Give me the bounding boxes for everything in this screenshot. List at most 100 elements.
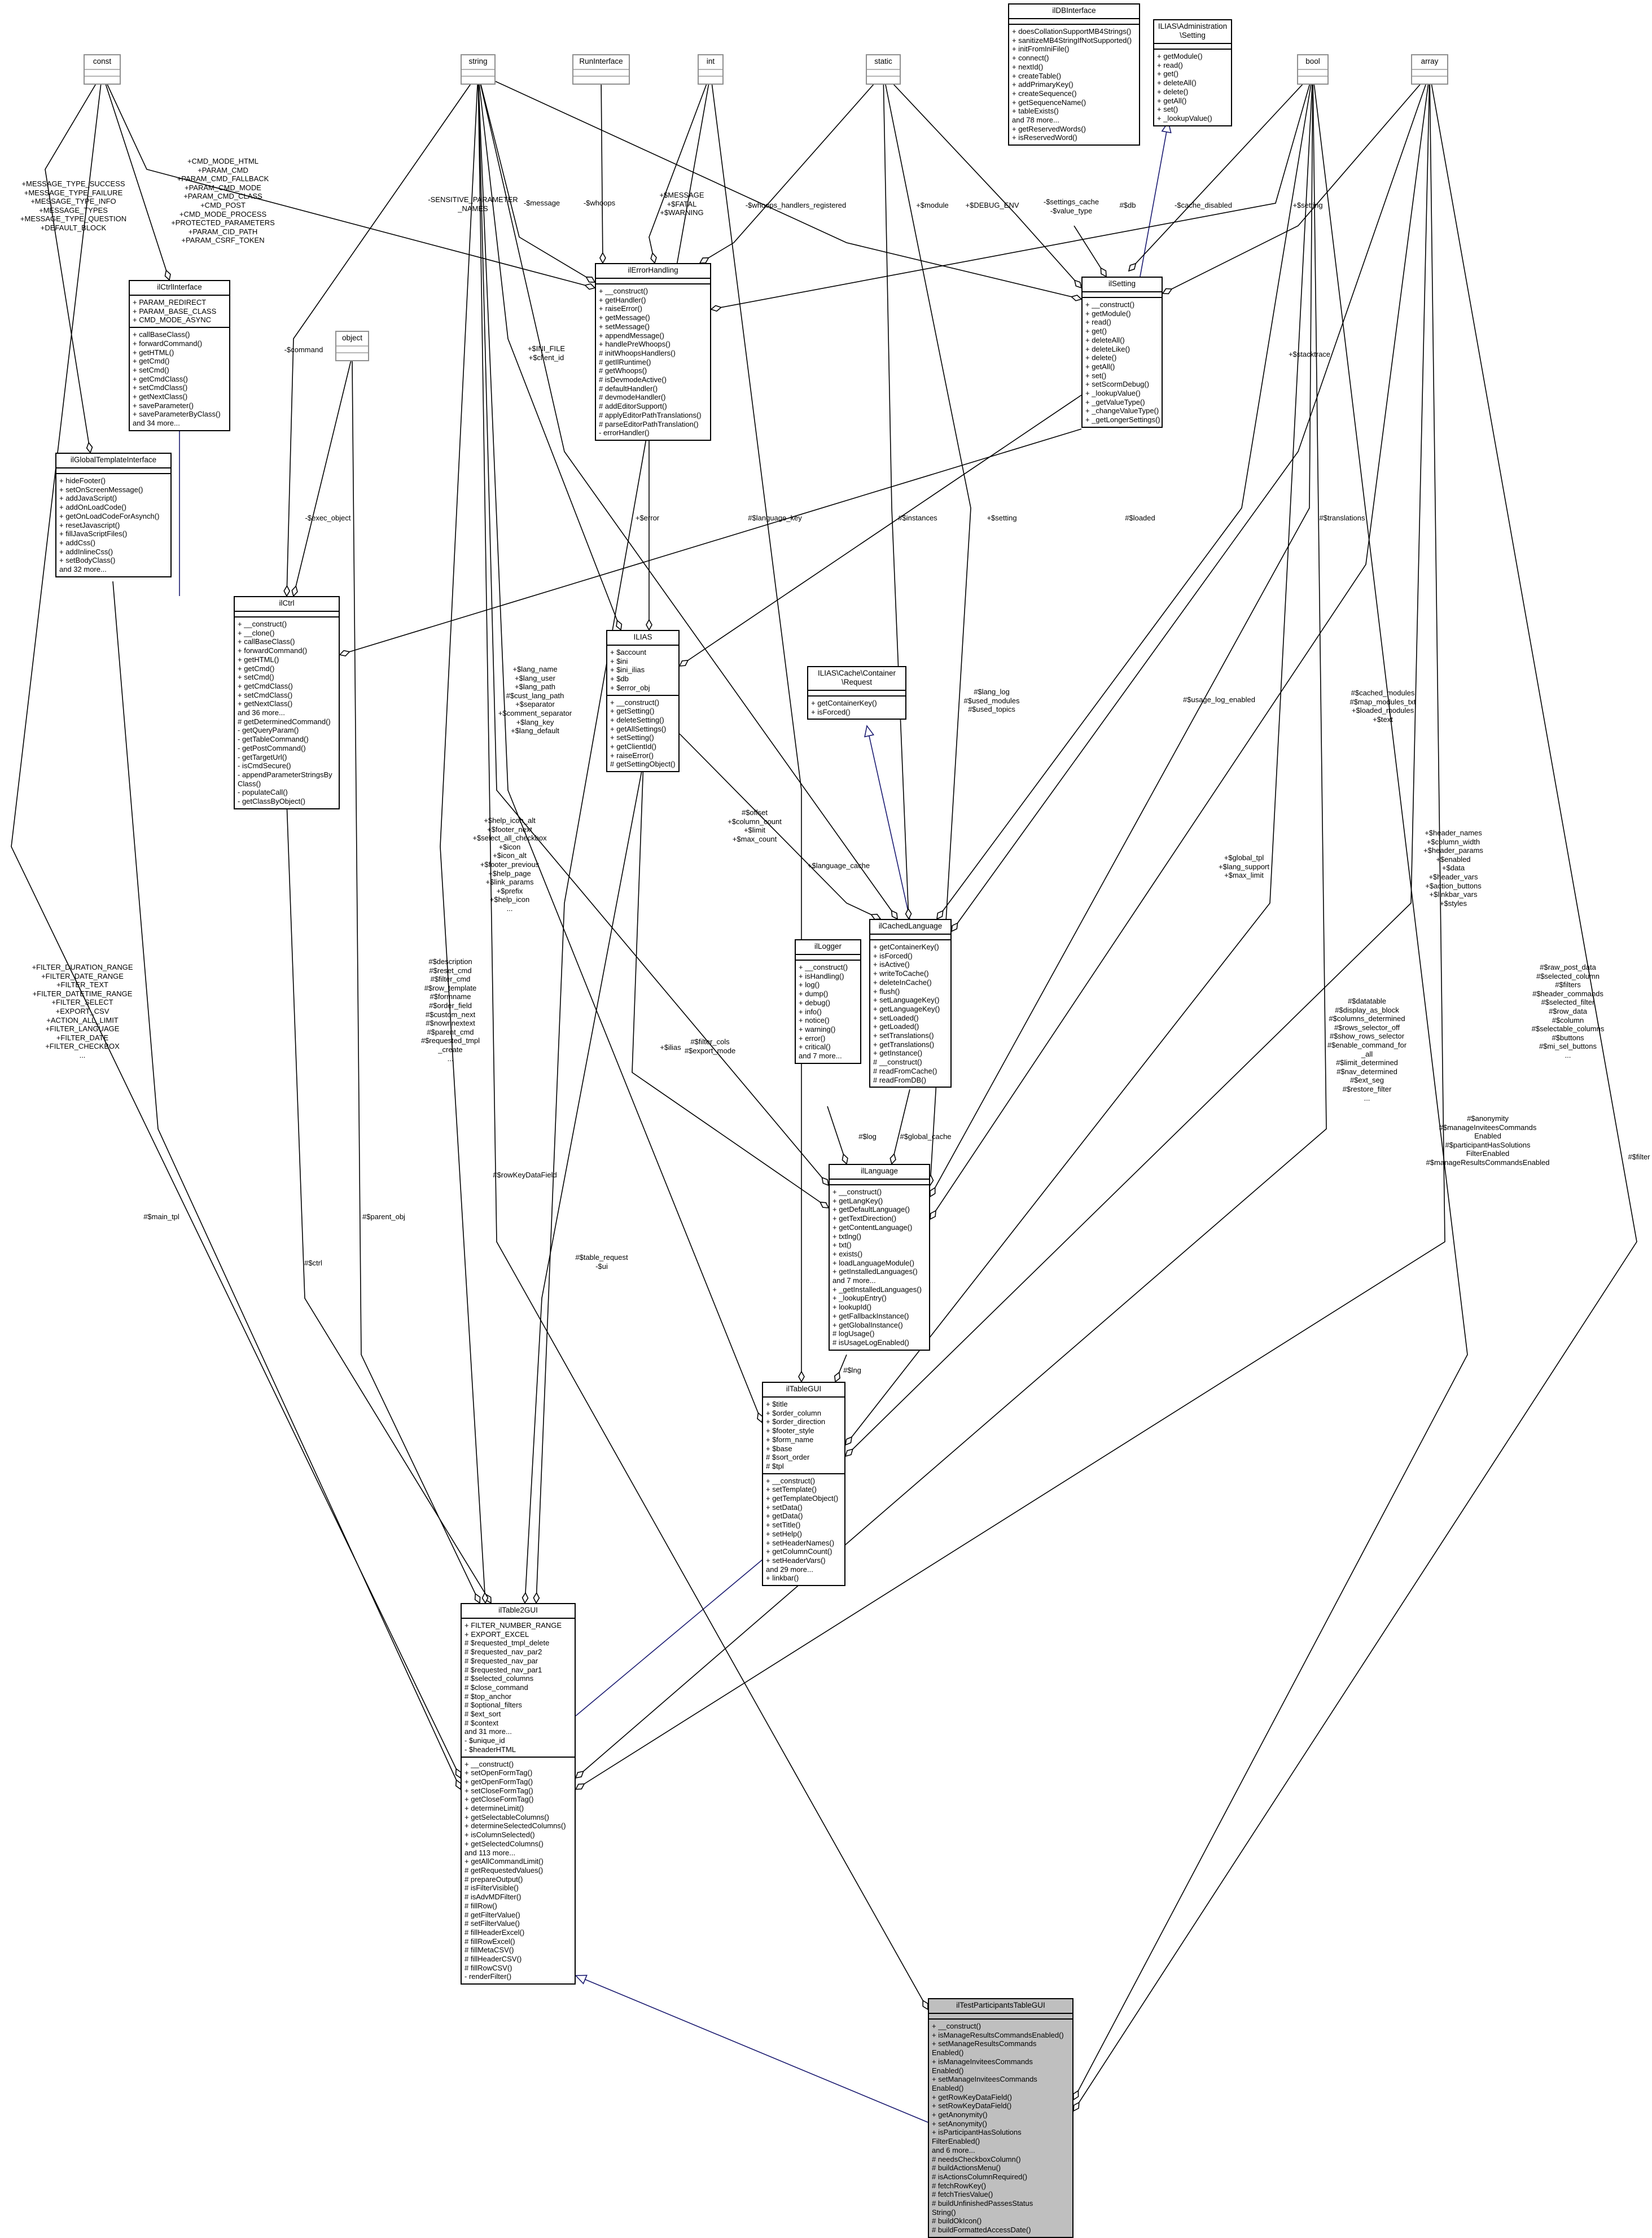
class-array[interactable]: array bbox=[1411, 54, 1448, 85]
class-int[interactable]: int bbox=[698, 54, 724, 85]
edge-label: #$rowKeyDataField bbox=[493, 1171, 557, 1179]
association-edge bbox=[632, 761, 829, 1208]
class-iltablegui[interactable]: ilTableGUI+ $title + $order_column + $or… bbox=[762, 1382, 845, 1587]
aggregation-diamond bbox=[339, 650, 350, 657]
class-attributes bbox=[462, 70, 494, 77]
class-attributes: + $title + $order_column + $order_direct… bbox=[763, 1398, 844, 1474]
edge-label: +CMD_MODE_HTML +PARAM_CMD +PARAM_CMD_FAL… bbox=[171, 157, 275, 245]
class-runinterface[interactable]: RunInterface bbox=[572, 54, 630, 85]
class-illanguage[interactable]: ilLanguage+ __construct() + getLangKey()… bbox=[829, 1164, 930, 1351]
class-iliascache[interactable]: ILIAS\Cache\Container \Request+ getConta… bbox=[807, 666, 906, 720]
aggregation-diamond bbox=[616, 619, 623, 631]
aggregation-diamond bbox=[533, 1592, 540, 1604]
edge-label: #$translations bbox=[1319, 514, 1365, 522]
class-ilerrorhandling[interactable]: ilErrorHandling+ __construct() + getHand… bbox=[595, 263, 711, 441]
class-operations: + doesCollationSupportMB4Strings() + san… bbox=[1012, 27, 1132, 142]
association-edge bbox=[286, 73, 479, 597]
edge-label: #$loaded bbox=[1125, 514, 1155, 522]
class-iltable2gui[interactable]: ilTable2GUI+ FILTER_NUMBER_RANGE + EXPOR… bbox=[461, 1603, 576, 1985]
class-ilctrlinterface[interactable]: ilCtrlInterface+ PARAM_REDIRECT + PARAM_… bbox=[129, 280, 230, 431]
inheritance-edge bbox=[866, 725, 910, 919]
aggregation-diamond bbox=[584, 283, 596, 290]
aggregation-diamond bbox=[889, 1153, 896, 1165]
class-ilsetting[interactable]: ilSetting+ __construct() + getModule() +… bbox=[1081, 277, 1163, 428]
inheritance-edge bbox=[1140, 121, 1169, 277]
class-ilctrl[interactable]: ilCtrl+ __construct() + __clone() + call… bbox=[234, 596, 340, 809]
aggregation-diamond bbox=[474, 1593, 481, 1604]
edge-label: -SENSITIVE_PARAMETER _NAMES bbox=[428, 195, 518, 213]
edge-label: #$offset +$column_count +$limit +$max_co… bbox=[728, 808, 782, 843]
aggregation-diamond bbox=[585, 276, 596, 283]
class-title: ilLanguage bbox=[830, 1165, 929, 1180]
class-title: ilCtrlInterface bbox=[130, 281, 229, 296]
association-edge bbox=[930, 73, 1430, 1220]
association-edge bbox=[883, 73, 909, 919]
edge-label: -$message bbox=[523, 199, 560, 207]
class-illogger[interactable]: ilLogger+ __construct() + isHandling() +… bbox=[795, 939, 861, 1064]
class-attributes bbox=[1154, 44, 1231, 50]
class-iliasadminsetting[interactable]: ILIAS\Administration \Setting+ getModule… bbox=[1153, 19, 1232, 126]
class-title: bool bbox=[1298, 55, 1327, 70]
edge-label: #$cached_modules #$map_modules_txt +$loa… bbox=[1349, 689, 1416, 724]
class-operations: + getModule() + read() + get() + deleteA… bbox=[1157, 52, 1212, 122]
class-string[interactable]: string bbox=[461, 54, 496, 85]
class-iltestparticipantstablegui[interactable]: ilTestParticipantsTableGUI+ __construct(… bbox=[928, 1998, 1073, 2238]
aggregation-diamond bbox=[283, 585, 291, 597]
class-ilcachedlanguage[interactable]: ilCachedLanguage+ getContainerKey() + is… bbox=[869, 919, 952, 1088]
aggregation-diamond bbox=[842, 1153, 848, 1165]
edge-label: +FILTER_DURATION_RANGE +FILTER_DATE_RANG… bbox=[32, 963, 133, 1059]
edge-label: #$anonymity #$manageInviteesCommands Ena… bbox=[1426, 1114, 1550, 1167]
class-bool[interactable]: bool bbox=[1297, 54, 1329, 85]
aggregation-diamond bbox=[930, 1186, 936, 1198]
class-static[interactable]: static bbox=[866, 54, 901, 85]
aggregation-diamond bbox=[951, 922, 958, 932]
edge-label: #$ctrl bbox=[304, 1259, 322, 1267]
association-edge bbox=[845, 73, 1313, 1446]
edge-label: +$lang_name +$lang_user +$lang_path #$cu… bbox=[498, 665, 572, 735]
edge-label: +$INI_FILE +$client_id bbox=[527, 344, 566, 362]
class-ildbinterface[interactable]: ilDBInterface+ doesCollationSupportMB4St… bbox=[1008, 3, 1140, 146]
class-ilglobaltemplateinterface[interactable]: ilGlobalTemplateInterface+ hideFooter() … bbox=[55, 453, 172, 577]
edge-label: +$module bbox=[916, 201, 949, 209]
inheritance-edge bbox=[575, 1975, 928, 2123]
association-edge bbox=[679, 733, 881, 919]
aggregation-diamond bbox=[1128, 262, 1137, 272]
edge-label: #$datatable #$display_as_block #$columns… bbox=[1327, 997, 1407, 1102]
class-operations bbox=[462, 77, 494, 84]
edge-label: +$error bbox=[635, 514, 660, 522]
class-const[interactable]: const bbox=[84, 54, 121, 85]
aggregation-diamond bbox=[599, 252, 606, 264]
class-ilias[interactable]: ILIAS+ $account + $ini + $ini_ilias + $d… bbox=[606, 630, 680, 773]
class-attributes bbox=[596, 279, 710, 284]
aggregation-diamond bbox=[930, 1210, 936, 1220]
aggregation-diamond bbox=[844, 1448, 854, 1457]
class-title: ilSetting bbox=[1083, 278, 1162, 292]
aggregation-diamond bbox=[291, 585, 298, 597]
association-edge bbox=[845, 73, 1430, 1457]
aggregation-diamond bbox=[819, 1201, 830, 1208]
aggregation-diamond bbox=[710, 305, 722, 312]
aggregation-diamond bbox=[481, 1592, 489, 1604]
edge-label: +$MESSAGE +$FATAL +$WARNING bbox=[659, 191, 704, 217]
class-title: string bbox=[462, 55, 494, 70]
edge-label: -$whoops bbox=[583, 199, 616, 207]
association-edge bbox=[679, 395, 1082, 667]
class-operations bbox=[336, 353, 368, 360]
class-attributes bbox=[867, 70, 900, 77]
edge-label: -$exec_object bbox=[305, 514, 351, 522]
edge-label: +$language_cache bbox=[807, 861, 870, 870]
edge-label: #$raw_post_data #$selected_column #$filt… bbox=[1531, 963, 1605, 1059]
association-edge bbox=[477, 73, 829, 1186]
class-title: static bbox=[867, 55, 900, 70]
class-operations bbox=[85, 77, 120, 84]
class-attributes: + PARAM_REDIRECT + PARAM_BASE_CLASS + CM… bbox=[130, 296, 229, 329]
class-object[interactable]: object bbox=[335, 331, 369, 361]
class-attributes bbox=[85, 70, 120, 77]
aggregation-diamond bbox=[891, 909, 898, 920]
association-edge bbox=[1073, 73, 1637, 2112]
class-operations bbox=[699, 77, 722, 84]
class-title: ilTableGUI bbox=[763, 1383, 844, 1398]
association-edge bbox=[286, 801, 492, 1604]
aggregation-diamond bbox=[1073, 2101, 1080, 2112]
